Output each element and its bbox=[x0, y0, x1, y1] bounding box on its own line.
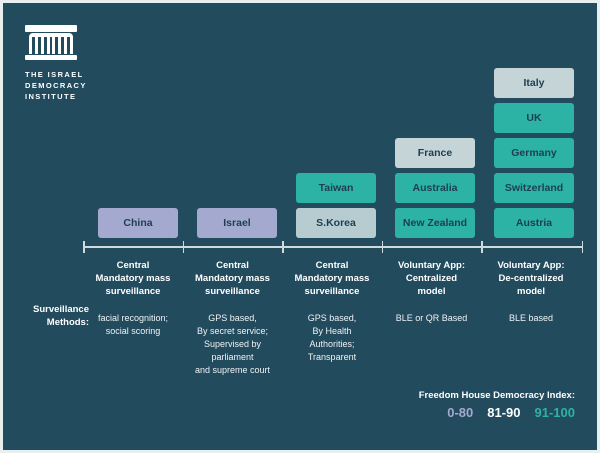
axis-tick-3 bbox=[381, 241, 383, 253]
axis-tick-0 bbox=[83, 241, 85, 253]
column-title-line: Central bbox=[315, 260, 349, 271]
methods-label-line-2: Methods: bbox=[46, 317, 89, 328]
category-axis bbox=[83, 241, 583, 253]
column-method-5: BLE based bbox=[481, 312, 581, 325]
column-method-2: GPS based, By secret service; Supervised b… bbox=[183, 312, 283, 377]
bar-germany[interactable]: Germany bbox=[494, 138, 574, 168]
legend: Freedom House Democracy Index: 0-80 81-90… bbox=[419, 390, 575, 420]
column-title-line: Mandatory mass bbox=[294, 273, 370, 284]
bar-column-5: Austria Switzerland Germany UK Italy bbox=[494, 68, 574, 238]
column-method-line: By secret service; bbox=[196, 326, 269, 336]
column-method-line: GPS based, bbox=[307, 313, 357, 323]
column-method-4: BLE or QR Based bbox=[382, 312, 482, 325]
bar-australia[interactable]: Australia bbox=[395, 173, 475, 203]
column-method-line: Transparent bbox=[307, 352, 357, 362]
column-title-line: Central bbox=[216, 260, 249, 271]
bar-new-zealand[interactable]: New Zealand bbox=[395, 208, 475, 238]
methods-label-line-1: Surveillance bbox=[33, 304, 89, 315]
axis-rule bbox=[83, 246, 583, 248]
column-method-line: and supreme court bbox=[194, 365, 271, 375]
column-title-line: model bbox=[417, 286, 446, 297]
bar-column-3: S.Korea Taiwan bbox=[296, 173, 376, 238]
axis-tick-2 bbox=[282, 241, 284, 253]
temple-icon bbox=[25, 25, 77, 60]
column-title-line: surveillance bbox=[105, 286, 161, 297]
column-title-line: Mandatory mass bbox=[95, 273, 171, 284]
bar-switzerland[interactable]: Switzerland bbox=[494, 173, 574, 203]
surveillance-methods-label: Surveillance Methods: bbox=[15, 303, 89, 329]
column-method-line: Supervised by bbox=[203, 339, 262, 349]
column-title-line: Central bbox=[116, 260, 150, 271]
column-title-line: surveillance bbox=[304, 286, 360, 297]
column-method-line: GPS based, bbox=[208, 313, 257, 323]
israel-democracy-institute-logo: THE ISRAEL DEMOCRACY INSTITUTE bbox=[25, 25, 93, 102]
column-title-line: Voluntary App: bbox=[397, 260, 466, 271]
column-title-line: surveillance bbox=[205, 286, 260, 297]
column-method-line: facial recognition; bbox=[97, 313, 169, 323]
column-title-line: Mandatory mass bbox=[195, 273, 270, 284]
column-title-line: Centralized bbox=[405, 273, 458, 284]
legend-title: Freedom House Democracy Index: bbox=[418, 390, 575, 401]
column-title-5: Voluntary App: De-centralized model bbox=[481, 259, 581, 298]
legend-item-81-90: 81-90 bbox=[487, 405, 521, 420]
legend-items: 0-80 81-90 91-100 bbox=[419, 405, 575, 420]
logo-line-1: THE ISRAEL bbox=[25, 70, 84, 79]
axis-tick-5 bbox=[581, 241, 583, 253]
bar-column-2: Israel bbox=[197, 208, 277, 238]
column-method-line: BLE based bbox=[508, 313, 554, 323]
bar-uk[interactable]: UK bbox=[494, 103, 574, 133]
legend-item-91-100: 91-100 bbox=[534, 405, 575, 420]
bar-france[interactable]: France bbox=[395, 138, 475, 168]
bar-israel[interactable]: Israel bbox=[197, 208, 277, 238]
logo-line-3: INSTITUTE bbox=[25, 92, 77, 101]
bar-china[interactable]: China bbox=[98, 208, 178, 238]
bar-italy[interactable]: Italy bbox=[494, 68, 574, 98]
axis-tick-4 bbox=[481, 241, 483, 253]
axis-tick-1 bbox=[182, 241, 184, 253]
column-title-line: De-centralized bbox=[498, 273, 564, 284]
column-method-line: BLE or QR Based bbox=[395, 313, 468, 323]
bar-austria[interactable]: Austria bbox=[494, 208, 574, 238]
column-method-line: parliament bbox=[211, 352, 254, 362]
bar-taiwan[interactable]: Taiwan bbox=[296, 173, 376, 203]
column-method-1: facial recognition; social scoring bbox=[83, 312, 183, 338]
bar-s-korea[interactable]: S.Korea bbox=[296, 208, 376, 238]
bar-column-4: New Zealand Australia France bbox=[395, 138, 475, 238]
column-title-4: Voluntary App: Centralized model bbox=[382, 259, 482, 298]
logo-line-2: DEMOCRACY bbox=[25, 81, 87, 90]
legend-item-0-80: 0-80 bbox=[447, 405, 474, 420]
column-title-line: model bbox=[517, 286, 545, 297]
logo-wordmark: THE ISRAEL DEMOCRACY INSTITUTE bbox=[25, 69, 93, 102]
column-title-line: Voluntary App: bbox=[497, 260, 565, 271]
bar-column-1: China bbox=[98, 208, 178, 238]
column-method-line: Authorities; bbox=[309, 339, 355, 349]
column-method-line: By Health bbox=[312, 326, 352, 336]
column-method-line: social scoring bbox=[105, 326, 161, 336]
